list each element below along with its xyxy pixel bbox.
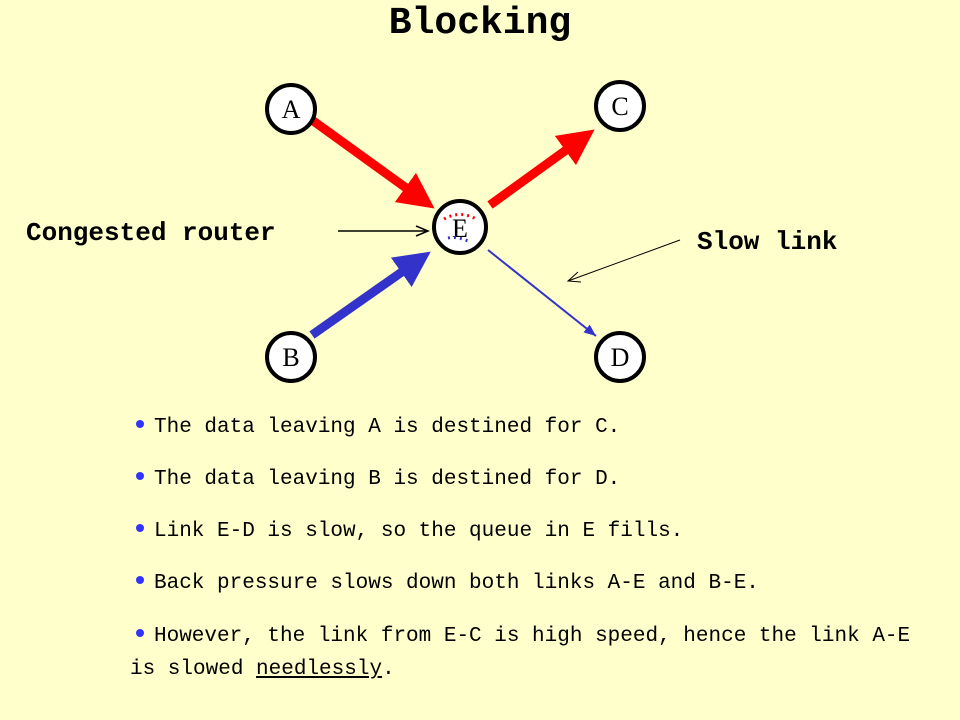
bullet-text: Back pressure slows down both links A-E … [154, 572, 759, 595]
bullet-text: The data leaving A is destined for C. [154, 416, 621, 439]
bullet-emphasis: needlessly [256, 658, 383, 681]
link-b-e [309, 251, 431, 339]
bullet-item: The data leaving B is destined for D. [130, 464, 930, 496]
node-e-label: E [452, 214, 468, 243]
queue-dots-red [443, 213, 477, 221]
link-e-c [487, 129, 595, 209]
bullet-text: Link E-D is slow, so the queue in E fill… [154, 520, 684, 543]
bullet-item: Link E-D is slow, so the queue in E fill… [130, 516, 930, 548]
bullet-item: Back pressure slows down both links A-E … [130, 568, 930, 600]
node-c-label: C [611, 92, 628, 121]
queue-dots-blue [447, 236, 471, 244]
slow-link-pointer-head [566, 271, 582, 283]
congested-router-pointer-head [415, 225, 430, 237]
node-d-label: D [611, 343, 630, 372]
slow-link-pointer [567, 239, 681, 282]
node-b: B [265, 331, 317, 383]
bullet-dot [136, 420, 144, 429]
bullet-dot [136, 524, 144, 533]
bullet-item: However, the link from E-C is high speed… [130, 620, 930, 686]
slide-title: Blocking [388, 2, 572, 45]
bullet-item: The data leaving A is destined for C. [130, 412, 930, 444]
node-a: A [265, 83, 317, 135]
bullet-text: However, the link from E-C is high speed… [130, 625, 911, 681]
network-diagram: A C B D E Congested router Slow link [26, 80, 837, 383]
bullet-end: . [382, 658, 395, 681]
link-a-e [309, 116, 435, 209]
node-c: C [594, 80, 646, 132]
bullet-dot [136, 472, 144, 481]
congested-router-label: Congested router [26, 218, 276, 248]
node-b-label: B [282, 343, 299, 372]
node-e-congested-router: E [432, 199, 488, 255]
bullet-dot [136, 629, 144, 638]
bullet-dot [136, 576, 144, 585]
slow-link-label: Slow link [697, 227, 837, 257]
bullet-list: The data leaving A is destined for C. Th… [130, 412, 930, 706]
link-e-d-slow [487, 249, 597, 337]
node-a-label: A [282, 95, 301, 124]
bullet-text: The data leaving B is destined for D. [154, 468, 621, 491]
node-d: D [594, 331, 646, 383]
